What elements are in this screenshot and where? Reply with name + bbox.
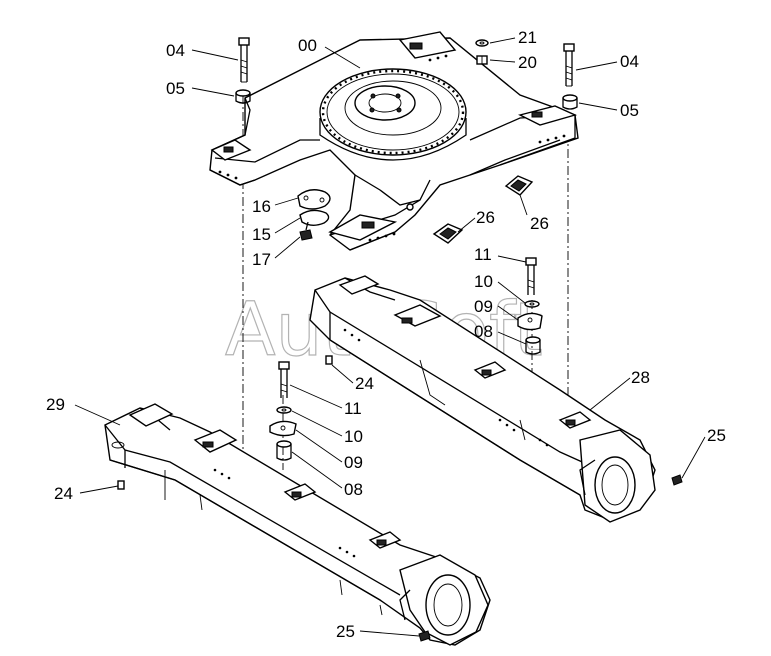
label-08-lower: 08 [344,480,363,499]
label-29: 29 [46,395,65,414]
label-21: 21 [518,28,537,47]
pin-24-upper [325,355,333,365]
label-25-bottom: 25 [336,622,355,641]
label-26-right: 26 [530,214,549,233]
label-25-right: 25 [707,426,726,445]
bolt-04-right [563,43,575,87]
bolt-11-upper [525,257,537,295]
label-11-upper: 11 [474,245,492,264]
label-05-right: 05 [620,101,639,120]
bolt-04-left [238,37,250,83]
label-09-upper: 09 [474,297,493,316]
pin-25-bottom [418,630,431,642]
track-frame-part-29 [104,403,491,646]
shim-15 [299,209,330,226]
label-05-left: 05 [166,79,185,98]
washer-10-upper [524,300,540,308]
leader-lines [74,37,706,637]
label-10-upper: 10 [474,272,493,291]
plate-09-upper [517,312,543,331]
spacer-05-left [235,89,251,104]
part-labels: 04 05 00 21 20 04 05 16 15 17 26 26 11 1… [46,28,726,641]
rubber-pad-26-right [504,175,534,196]
rubber-pad-26-left [432,223,464,244]
label-26-left: 26 [476,208,495,227]
label-17: 17 [252,250,271,269]
pin-25-right [671,474,683,486]
label-24-upper: 24 [355,374,374,393]
pin-24-lower [117,480,125,490]
label-04-right: 04 [620,52,639,71]
washer-10-lower [276,406,292,414]
track-frame-part-28 [309,275,656,523]
bolt-17 [299,221,313,241]
label-15: 15 [252,225,271,244]
label-10-lower: 10 [344,427,363,446]
label-08-upper: 08 [474,322,493,341]
spacer-05-right [562,94,578,110]
label-28: 28 [631,368,650,387]
spacer-08-upper [525,336,541,355]
label-09-lower: 09 [344,453,363,472]
washer-21 [475,39,489,47]
bolt-20 [476,55,488,65]
label-20: 20 [518,53,537,72]
label-24-lower: 24 [54,484,73,503]
label-00: 00 [298,36,317,55]
plate-09-lower [269,420,297,437]
bolt-11-lower [278,361,290,398]
spacer-08-lower [276,440,292,461]
label-11-lower: 11 [344,399,362,418]
label-16: 16 [252,197,271,216]
center-frame-part-00 [209,31,579,251]
label-04-left: 04 [166,41,185,60]
plate-16 [297,189,331,210]
